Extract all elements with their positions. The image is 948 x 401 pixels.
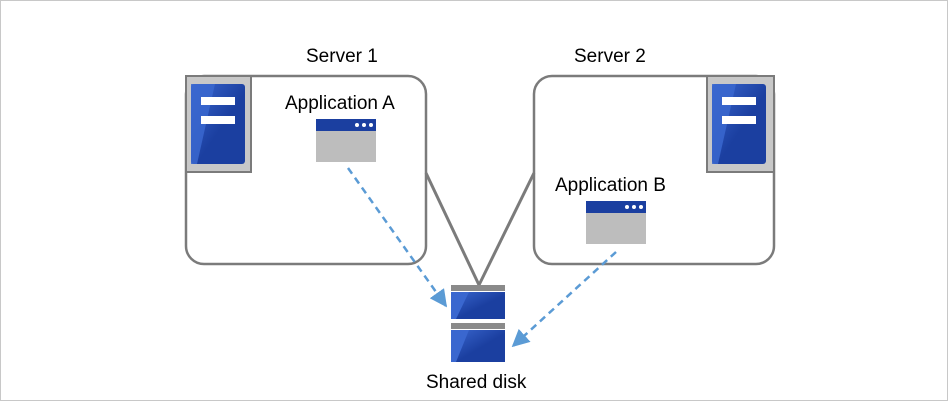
server-1-label: Server 1 [306,46,378,67]
server-2-server-icon [706,75,775,173]
application-a-window-icon [316,119,376,162]
server-2-label: Server 2 [574,46,646,67]
application-b-access-arrow [511,251,617,348]
application-b-window-icon [586,201,646,244]
application-a-access-arrow [346,167,448,308]
shared-disk-label: Shared disk [426,372,527,393]
server-1-server-icon [185,75,252,173]
server-2-connection-line [477,172,536,286]
application-a-label: Application A [285,93,395,114]
server-1-connection-line [424,172,481,286]
application-b-label: Application B [555,175,666,196]
shared-disk-icon [451,285,505,362]
